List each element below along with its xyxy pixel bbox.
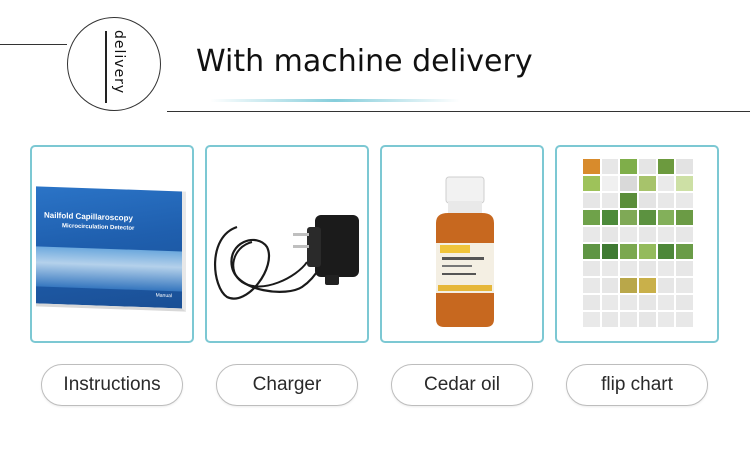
label-charger: Charger bbox=[216, 364, 358, 406]
delivery-badge-bar bbox=[105, 31, 107, 103]
manual-image: Nailfold Capillaroscopy Microcirculation… bbox=[36, 186, 186, 312]
card-flip-chart bbox=[555, 145, 719, 343]
delivery-badge-text: delivery bbox=[111, 30, 127, 95]
manual-subtitle: Microcirculation Detector bbox=[62, 223, 135, 232]
flip-chart-image bbox=[583, 159, 693, 327]
card-cedar-oil bbox=[380, 145, 544, 343]
manual-cover-art bbox=[36, 246, 182, 292]
header-left-rule bbox=[0, 44, 67, 45]
card-instructions: Nailfold Capillaroscopy Microcirculation… bbox=[30, 145, 194, 343]
title-underline bbox=[210, 99, 460, 102]
delivery-badge-circle bbox=[67, 17, 161, 111]
label-flip-chart: flip chart bbox=[566, 364, 708, 406]
cedar-oil-bottle-image bbox=[436, 176, 494, 327]
card-charger bbox=[205, 145, 369, 343]
manual-title: Nailfold Capillaroscopy bbox=[44, 210, 133, 223]
header-right-rule bbox=[167, 111, 750, 112]
label-cedar-oil: Cedar oil bbox=[391, 364, 533, 406]
charger-image bbox=[214, 215, 359, 300]
page-title: With machine delivery bbox=[196, 44, 533, 79]
label-instructions: Instructions bbox=[41, 364, 183, 406]
manual-tag: Manual bbox=[155, 292, 172, 300]
